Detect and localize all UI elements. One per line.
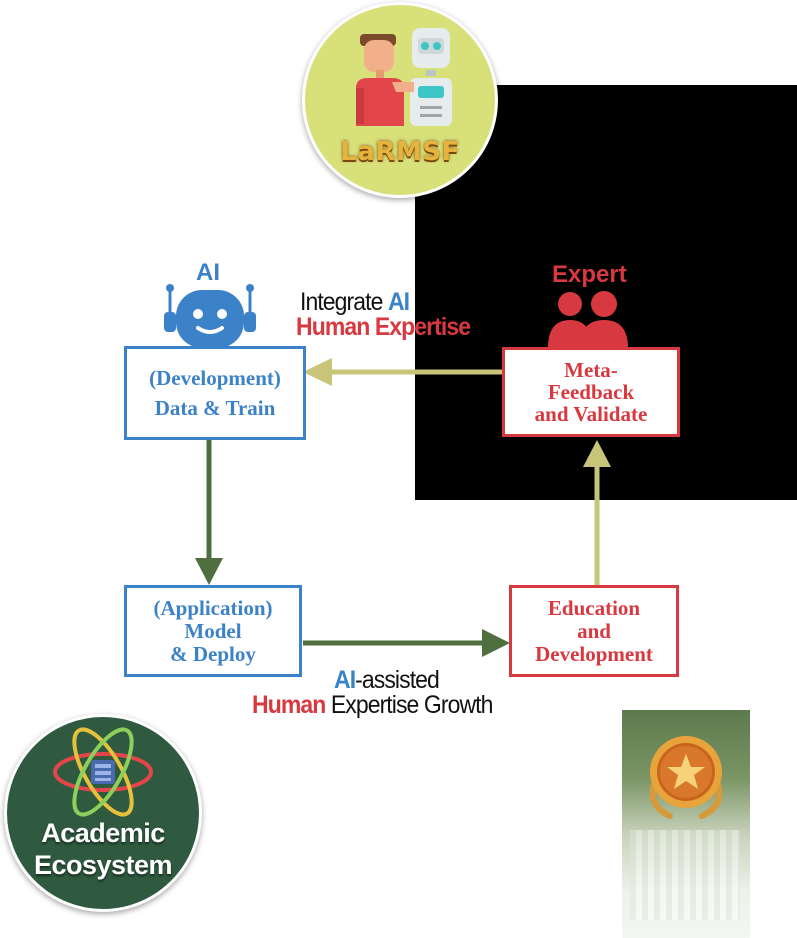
feedback-box-line3: and Validate <box>534 402 648 426</box>
ai-assisted-ai-word: AI <box>334 666 356 694</box>
ai-assisted-word: -assisted <box>355 666 440 694</box>
education-box: Education and Development <box>509 585 679 677</box>
human-robot-icon <box>356 28 452 126</box>
growth-expertise-words: Expertise Growth <box>325 691 494 719</box>
application-box-line3: & Deploy <box>170 641 256 666</box>
development-box: (Development) Data & Train <box>124 346 306 440</box>
ai-assisted-caption: AI-assisted <box>334 666 440 695</box>
integrate-caption: Integrate AI <box>300 288 410 317</box>
expert-label: Expert <box>552 261 627 288</box>
medal-star-icon <box>649 736 723 819</box>
application-box-line2: Model <box>184 618 242 643</box>
academic-label: Academic <box>41 818 165 848</box>
ai-label: AI <box>196 259 220 286</box>
academic-ecosystem-badge <box>4 714 202 912</box>
development-box-line1: (Development) <box>149 365 281 390</box>
feedback-box-line2: Feedback <box>547 380 635 404</box>
feedback-box: Meta- Feedback and Validate <box>502 347 680 437</box>
integrate-word: Integrate <box>300 288 388 316</box>
award-panel-texture <box>630 830 740 920</box>
ecosystem-label: Ecosystem <box>33 850 173 880</box>
arrow-head-feedback <box>583 440 611 467</box>
education-box-line1: Education <box>547 595 641 620</box>
robot-icon <box>164 284 256 348</box>
arrow-head-development <box>303 358 332 386</box>
atom-icon <box>53 727 153 817</box>
education-box-line3: Development <box>535 641 653 666</box>
human-expertise-caption: Human Expertise <box>296 313 471 342</box>
arrow-head-education <box>482 629 510 657</box>
people-icon <box>548 291 628 348</box>
integrate-ai-word: AI <box>387 288 410 316</box>
application-box-line1: (Application) <box>153 595 273 620</box>
development-box-line2: Data & Train <box>154 395 276 420</box>
growth-human-word: Human <box>252 691 326 719</box>
expertise-growth-caption: Human Expertise Growth <box>252 691 493 720</box>
application-box: (Application) Model & Deploy <box>124 585 302 677</box>
feedback-box-line1: Meta- <box>564 358 618 382</box>
arrow-head-application <box>195 558 223 585</box>
human-expertise-text: Human Expertise <box>296 313 471 341</box>
larmsf-label: LaRMSF <box>340 137 460 167</box>
education-box-line2: and <box>577 618 611 643</box>
